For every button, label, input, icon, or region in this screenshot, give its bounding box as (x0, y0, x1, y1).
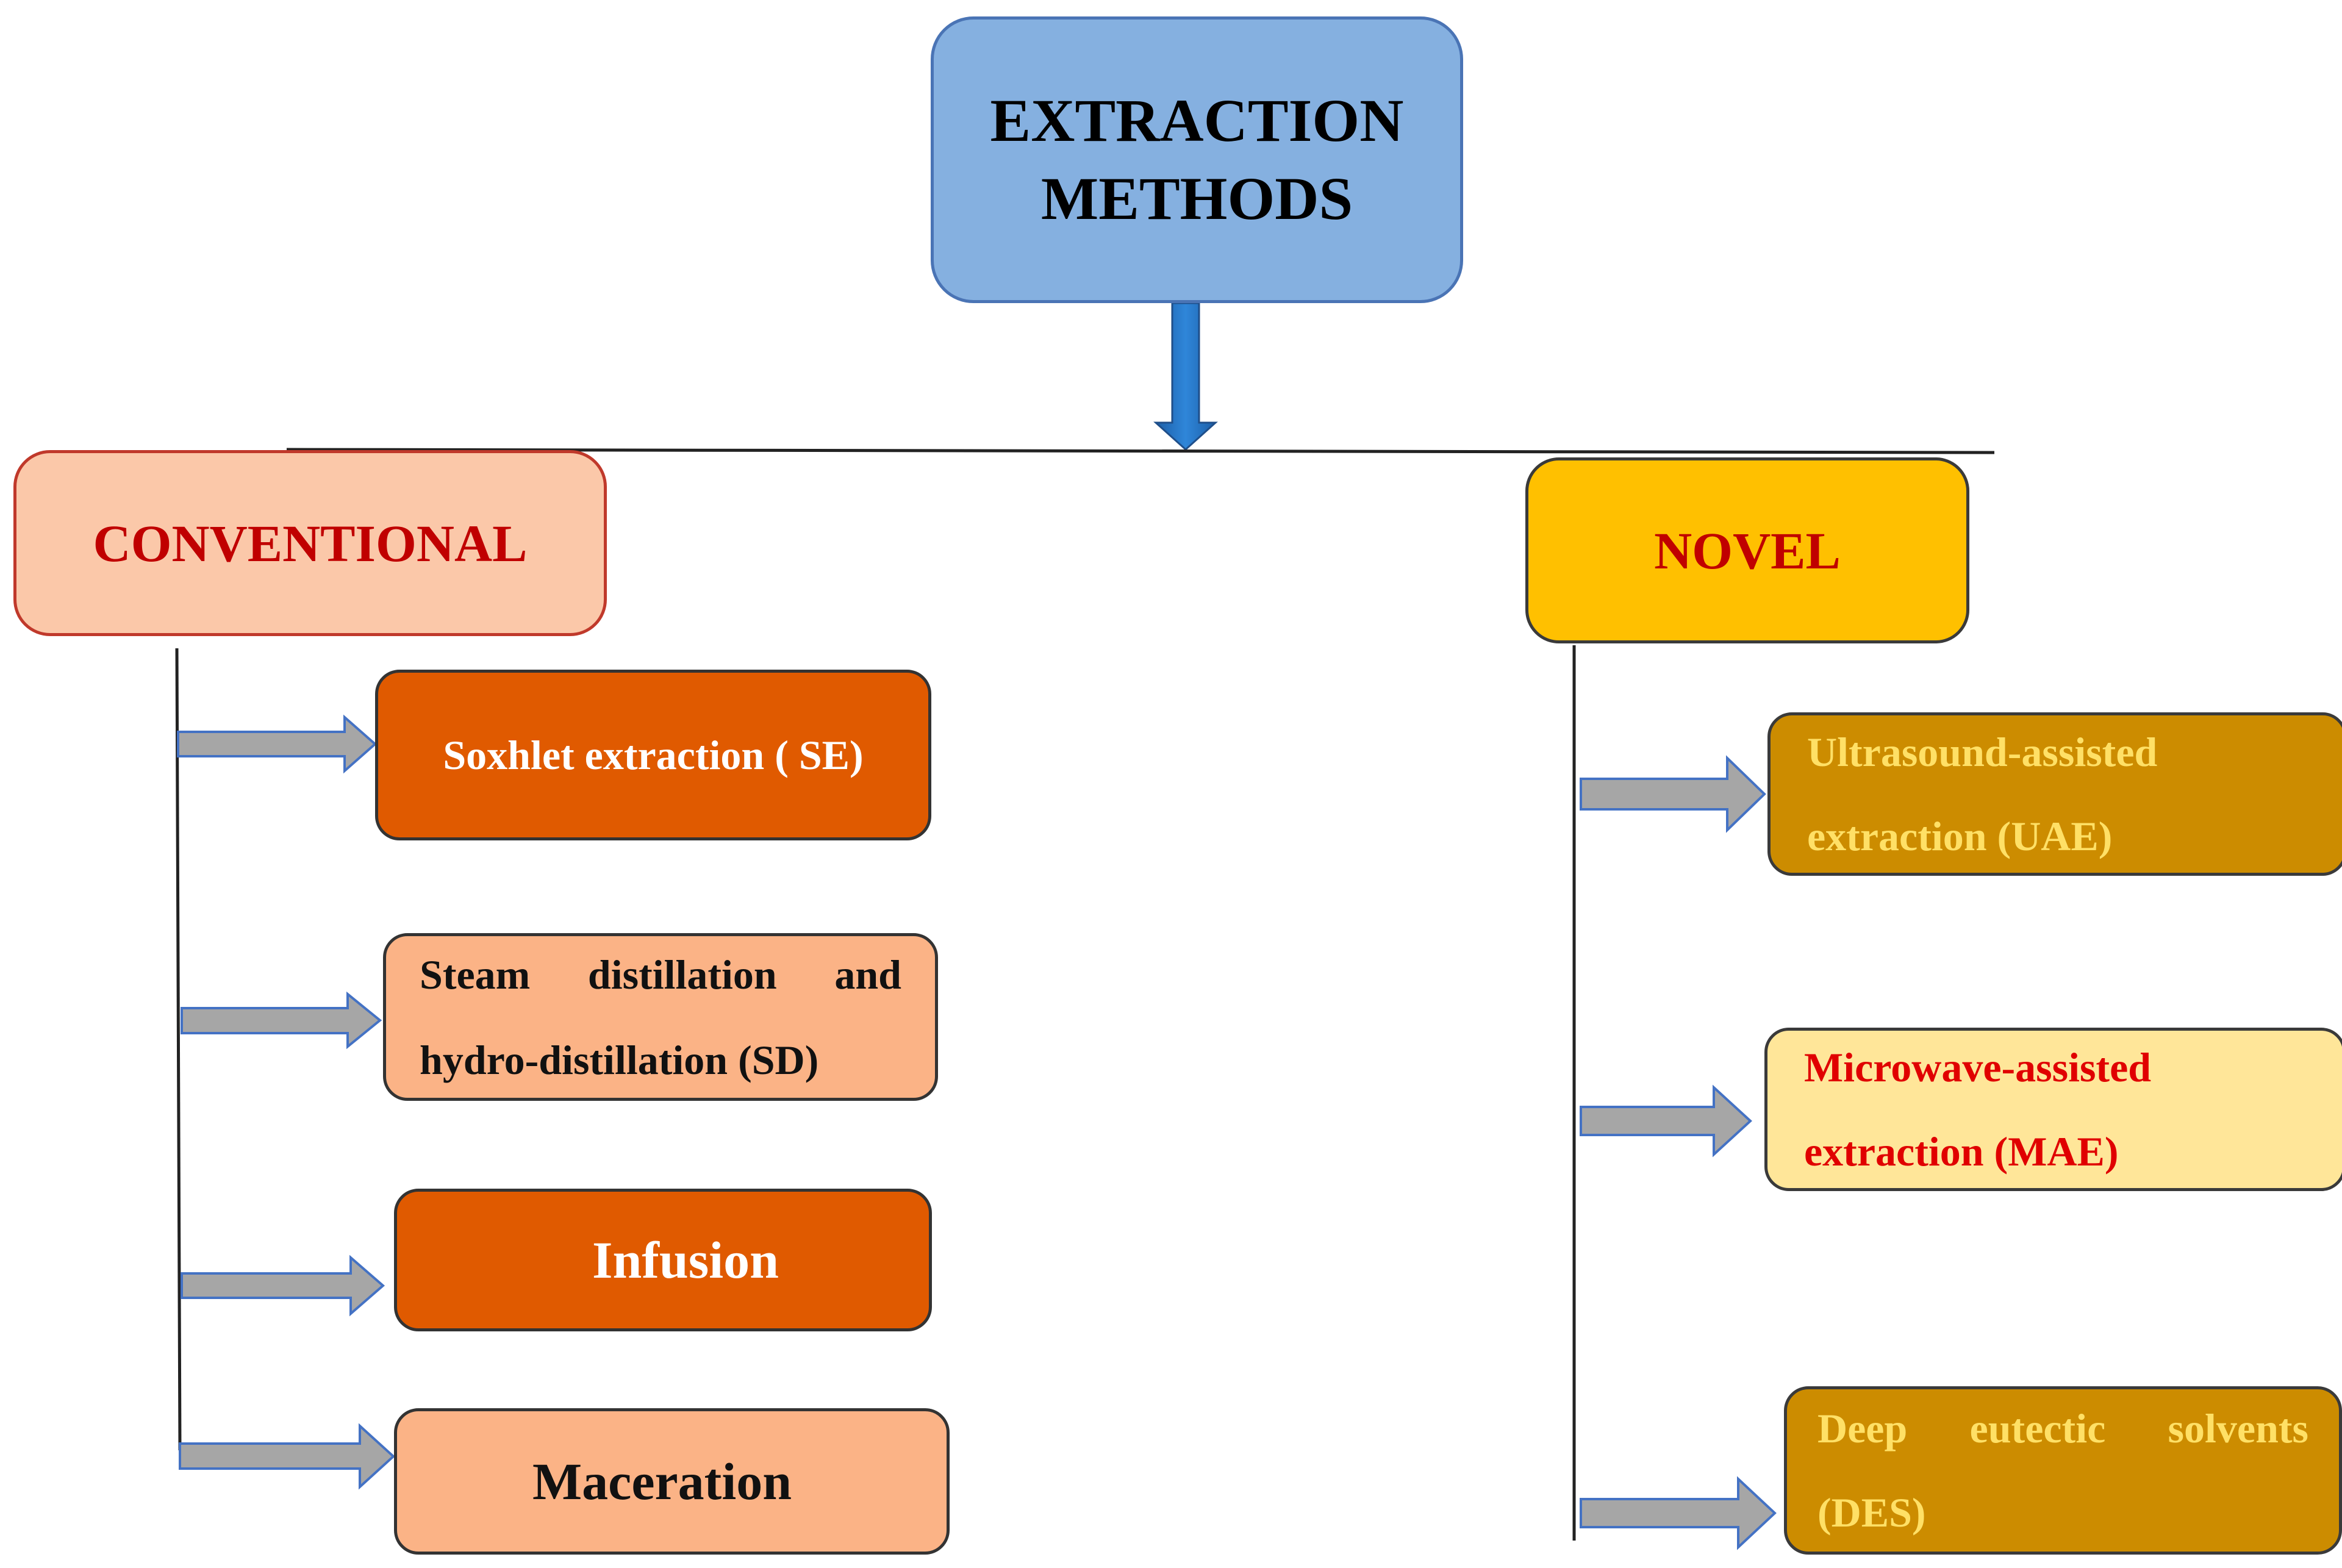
microwave-assisted-extraction-node: Microwave-assisted extraction (MAE) (1764, 1028, 2342, 1191)
maceration-node: Maceration (394, 1408, 950, 1555)
uae-label-line2: extraction (UAE) (1807, 813, 2113, 859)
novel-node: NOVEL (1525, 457, 1969, 643)
conventional-label: CONVENTIONAL (93, 514, 528, 573)
steam-distillation-node: Steam distillation and hydro-distillatio… (383, 933, 938, 1101)
novel-label: NOVEL (1654, 521, 1841, 580)
steam-distillation-label-line1: Steam distillation and (420, 951, 901, 998)
mae-label-line1: Microwave-assisted (1804, 1044, 2152, 1090)
down-arrow-icon (1153, 302, 1218, 451)
infusion-label: Infusion (592, 1231, 779, 1289)
steam-distillation-label-line2: hydro-distillation (SD) (420, 1036, 819, 1083)
arrow-right-icon (181, 1255, 385, 1317)
des-label-line2: (DES) (1817, 1489, 1926, 1536)
arrow-right-icon (1580, 1084, 1752, 1158)
infusion-node: Infusion (394, 1189, 932, 1331)
maceration-label: Maceration (532, 1452, 792, 1511)
root-label: EXTRACTION METHODS (990, 82, 1404, 238)
conventional-trunk-line (175, 648, 182, 1451)
root-node: EXTRACTION METHODS (931, 16, 1463, 303)
branch-line (286, 448, 1995, 454)
arrow-right-icon (177, 714, 378, 774)
arrow-right-icon (179, 1423, 395, 1490)
root-label-line1: EXTRACTION (990, 87, 1404, 154)
uae-label-line1: Ultrasound-assisted (1807, 729, 2158, 775)
conventional-node: CONVENTIONAL (13, 450, 607, 636)
deep-eutectic-solvents-node: Deep eutectic solvents (DES) (1784, 1386, 2342, 1555)
des-label-line1: Deep eutectic solvents (1817, 1405, 2308, 1452)
mae-label-line2: extraction (MAE) (1804, 1128, 2119, 1175)
soxhlet-extraction-node: Soxhlet extraction ( SE) (375, 670, 931, 840)
arrow-right-icon (1580, 755, 1766, 833)
soxhlet-extraction-label: Soxhlet extraction ( SE) (443, 731, 864, 778)
root-label-line2: METHODS (1040, 165, 1353, 232)
arrow-right-icon (1580, 1476, 1777, 1550)
ultrasound-assisted-extraction-node: Ultrasound-assisted extraction (UAE) (1767, 712, 2342, 876)
arrow-right-icon (181, 991, 382, 1050)
